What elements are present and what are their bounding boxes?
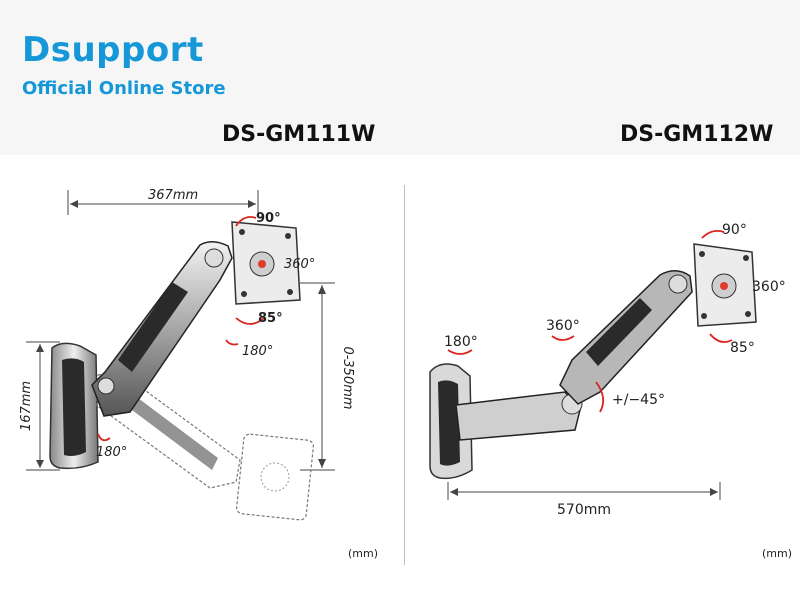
- left-main-arm: [91, 241, 233, 417]
- right-wall-plate: [429, 363, 473, 480]
- left-tilt-up-label: 90°: [256, 211, 281, 226]
- left-mount-diagram: 367mm 0-350mm 167mm: [19, 188, 378, 560]
- brand-tagline: Official Online Store: [22, 78, 226, 99]
- right-tilt-down-label: 85°: [730, 340, 755, 356]
- left-width-label: 367mm: [148, 188, 198, 203]
- right-unit-label: (mm): [762, 547, 792, 560]
- left-height-label: 167mm: [19, 381, 34, 431]
- left-vesa-plate: [231, 221, 301, 305]
- left-swivel-base-label: 180°: [96, 445, 127, 460]
- left-unit-label: (mm): [348, 547, 378, 560]
- left-rotation-arrows: [97, 216, 265, 442]
- right-rotate-label: 360°: [752, 279, 786, 295]
- brand-logo-text: Dsupport: [22, 30, 204, 70]
- right-lower-arm: [455, 391, 583, 441]
- right-upper-arm: [559, 270, 693, 405]
- left-rotate-label: 360°: [284, 257, 315, 272]
- right-swivel-base-label: 180°: [444, 334, 478, 350]
- right-rotation-arrows: [447, 229, 733, 413]
- left-width-dimension: [67, 190, 259, 215]
- right-tilt-up-label: 90°: [722, 222, 747, 238]
- left-model-title: DS-GM111W: [222, 122, 376, 147]
- left-range-label: 0-350mm: [340, 346, 355, 409]
- right-width-label: 570mm: [557, 502, 611, 518]
- left-wall-plate: [49, 342, 99, 470]
- left-tilt-down-label: 85°: [258, 311, 283, 326]
- right-swivel-joint-label: 360°: [546, 318, 580, 334]
- left-range-dimension: [300, 282, 335, 471]
- right-width-dimension: [447, 482, 721, 500]
- right-tilt-range-label: +/−45°: [612, 392, 665, 408]
- panel-divider: [404, 185, 405, 565]
- header-band: [0, 0, 800, 155]
- right-vesa-plate: [693, 243, 757, 327]
- left-height-dimension: [26, 341, 60, 471]
- right-model-title: DS-GM112W: [620, 122, 774, 147]
- left-swivel-head-label: 180°: [242, 344, 273, 359]
